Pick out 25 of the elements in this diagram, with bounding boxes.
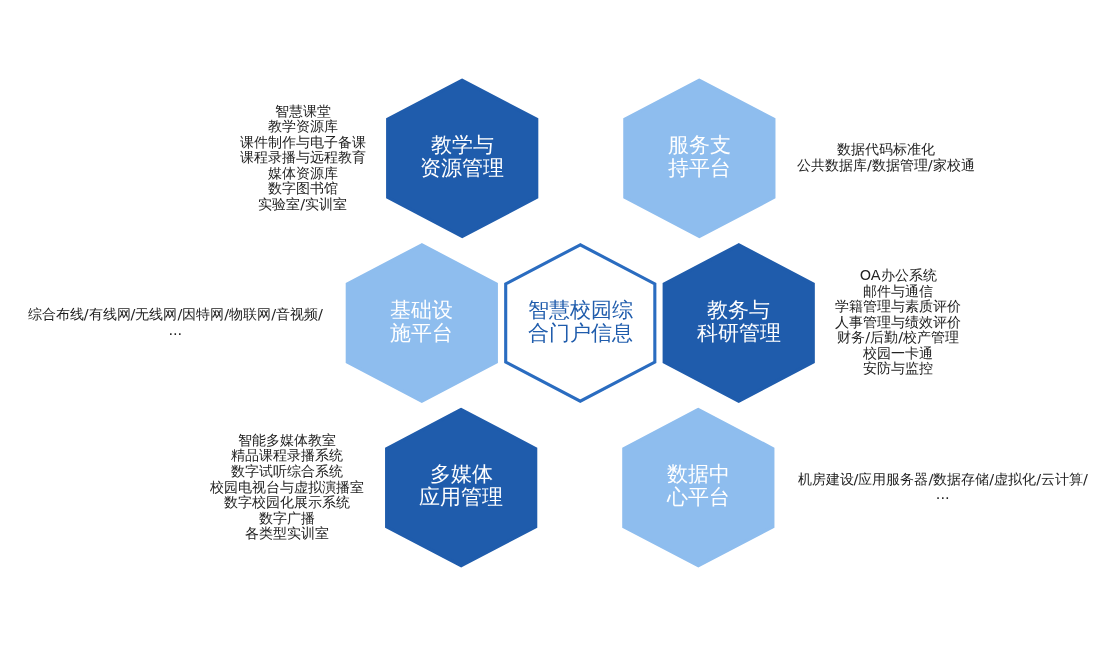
node-label: 财务/后勤/校产管理 xyxy=(837,328,960,345)
node-label: 公共数据库/数据管理/家校通 xyxy=(796,156,975,173)
node-label: 机房建设/应用服务器/数据存储/虚拟化/云计算/... xyxy=(797,470,1088,502)
node-label: 媒体资源库 xyxy=(267,164,338,181)
node-label: 各类型实训室 xyxy=(245,524,330,541)
node-label: 教学资源库 xyxy=(267,117,338,134)
node-label: 邮件与通信 xyxy=(863,282,934,299)
node-label: 课件制作与电子备课 xyxy=(239,133,366,150)
node-label: 数字广播 xyxy=(259,509,316,526)
node-label: 安防与监控 xyxy=(863,359,934,376)
node-label: 人事管理与绩效评价 xyxy=(835,313,962,330)
node-label: 数字图书馆 xyxy=(267,179,338,196)
node-label: 实验室/实训室 xyxy=(258,195,348,212)
node-label: 智慧课堂 xyxy=(274,102,331,119)
node-label: 校园电视台与虚拟演播室 xyxy=(210,478,365,494)
node-label: 数字试听综合系统 xyxy=(231,462,344,479)
node-label: 数字校园化展示系统 xyxy=(224,493,351,510)
node-label: 智能多媒体教室 xyxy=(238,431,337,448)
node-label: 学籍管理与素质评价 xyxy=(835,297,962,314)
node-label: 课程录播与远程教育 xyxy=(239,148,366,165)
node-label: 校园一卡通 xyxy=(863,344,934,361)
node-label: 综合布线/有线网/无线网/因特网/物联网/音视频/... xyxy=(27,305,323,338)
node-label: OA办公系统 xyxy=(859,266,937,283)
node-label: 数据代码标准化 xyxy=(836,140,935,157)
node-label: 精品课程录播系统 xyxy=(231,446,344,463)
